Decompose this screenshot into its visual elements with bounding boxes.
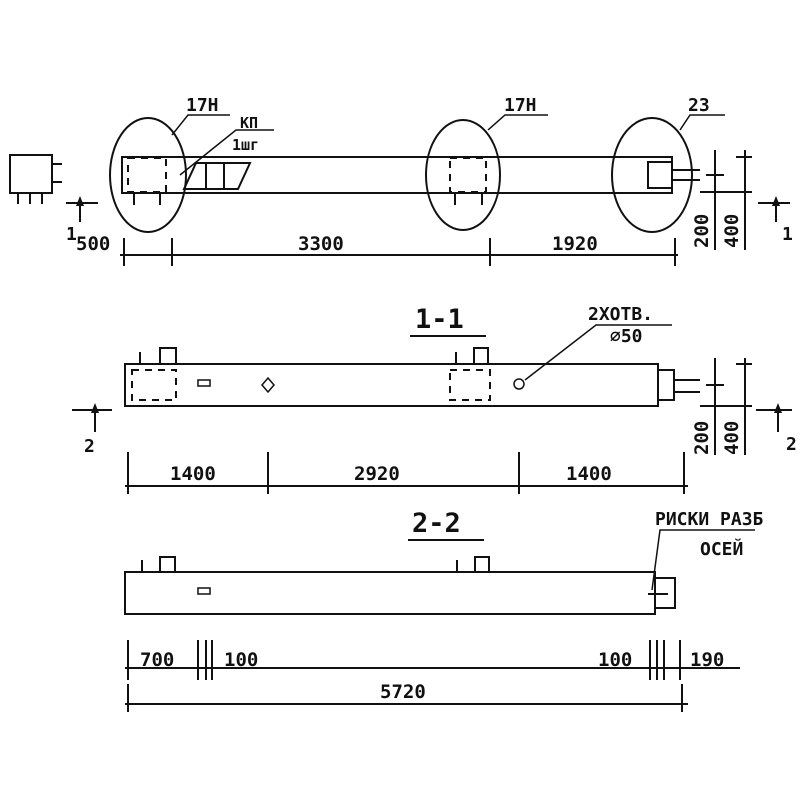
end-embed-outline	[611, 117, 693, 233]
callout-center-embed: 17Н	[504, 95, 537, 116]
callout-end-embed: 23	[688, 95, 710, 116]
holes-note-line1: 2ХОТВ.	[588, 304, 653, 325]
dim-1920: 1920	[552, 233, 598, 255]
end-detail	[9, 154, 62, 204]
dim-100-left: 100	[224, 649, 258, 671]
section-1-1: 1-1 2ХОТВ. ⌀50 2	[72, 304, 797, 494]
callout-left-embed: 17Н	[186, 95, 219, 116]
dim-2920: 2920	[354, 463, 400, 485]
center-embed-outline	[425, 119, 501, 231]
dim-1-1-h400: 400	[721, 421, 743, 455]
dim-1400-right: 1400	[566, 463, 612, 485]
svg-text:2: 2	[786, 434, 797, 455]
svg-text:1: 1	[66, 224, 77, 245]
dim-190: 190	[690, 649, 724, 671]
callout-shg: 1шг	[232, 136, 259, 154]
dim-1400-left: 1400	[170, 463, 216, 485]
section-mark-1-left: 1	[66, 196, 98, 245]
section-2-2: 2-2 РИСКИ РАЗБ ОСЕЙ 700 100 100 190	[124, 508, 764, 712]
dim-total-5720: 5720	[380, 681, 426, 703]
left-embed-outline	[109, 117, 187, 233]
callout-kp: КП	[240, 114, 258, 132]
dim-100-right: 100	[598, 649, 632, 671]
dim-500: 500	[76, 233, 110, 255]
dim-1-1-h200: 200	[691, 421, 713, 455]
section-2-2-beam	[124, 571, 656, 615]
dim-3300: 3300	[298, 233, 344, 255]
axis-marks-note-line2: ОСЕЙ	[700, 538, 743, 560]
section-mark-2-left: 2	[72, 403, 112, 457]
axis-marks-note-line1: РИСКИ РАЗБ	[655, 509, 764, 530]
section-1-1-beam	[124, 363, 659, 407]
dim-h200: 200	[691, 214, 713, 248]
dim-700: 700	[140, 649, 174, 671]
section-mark-1-right: 1	[758, 196, 793, 245]
section-1-1-title: 1-1	[415, 304, 464, 335]
svg-text:2: 2	[84, 436, 95, 457]
dim-h400: 400	[721, 214, 743, 248]
holes-note-line2: ⌀50	[610, 326, 643, 347]
plan-view: 17Н КП 1шг 17Н 23 1 1 500 3300 1920	[9, 95, 793, 266]
section-2-2-title: 2-2	[412, 508, 461, 539]
section-mark-2-right: 2	[756, 403, 797, 455]
svg-text:1: 1	[782, 224, 793, 245]
